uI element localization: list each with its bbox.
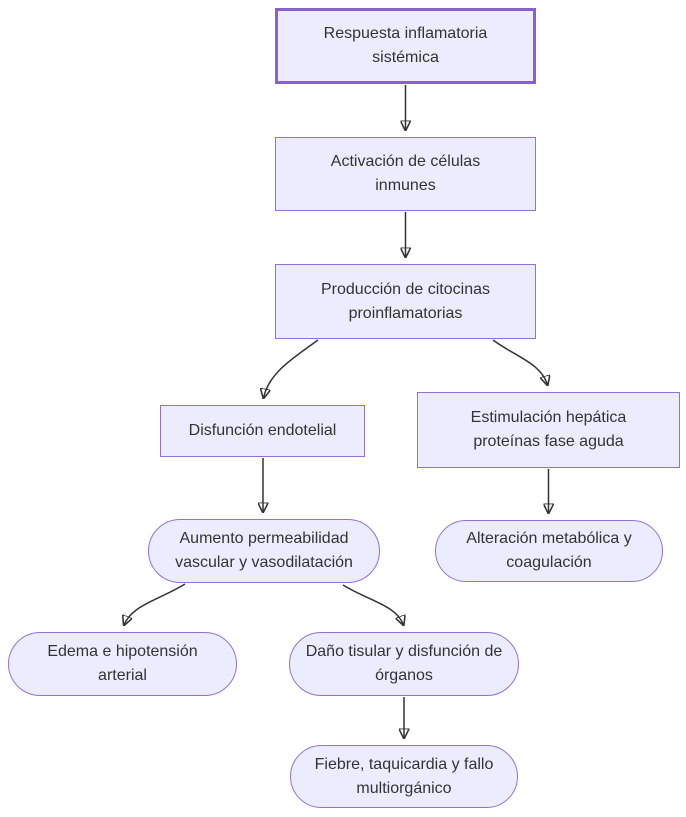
node-label: Aumento permeabilidad vascular y vasodil… bbox=[175, 530, 353, 571]
node-label: Edema e hipotensión arterial bbox=[47, 643, 198, 684]
node-respuesta-inflamatoria-sistemica: Respuesta inflamatoria sistémica bbox=[275, 8, 536, 84]
node-label: Producción de citocinas proinflamatorias bbox=[321, 280, 490, 322]
node-label: Respuesta inflamatoria sistémica bbox=[323, 25, 488, 66]
node-estimulacion-hepatica: Estimulación hepática proteínas fase agu… bbox=[417, 392, 680, 468]
node-disfuncion-endotelial: Disfunción endotelial bbox=[160, 405, 365, 457]
edge-aumento-edema bbox=[124, 583, 186, 625]
node-alteracion-metabolica-coagulacion: Alteración metabólica y coagulación bbox=[435, 520, 663, 582]
node-label: Activación de células inmunes bbox=[330, 153, 481, 194]
node-label: Daño tisular y disfunción de órganos bbox=[305, 643, 503, 684]
edge-produccion-disfuncion bbox=[264, 339, 319, 398]
node-label: Fiebre, taquicardia y fallo multiorgánic… bbox=[314, 755, 494, 797]
node-dano-tisular-disfuncion-organos: Daño tisular y disfunción de órganos bbox=[289, 632, 519, 696]
node-aumento-permeabilidad-vascular: Aumento permeabilidad vascular y vasodil… bbox=[148, 519, 380, 583]
node-edema-hipotension-arterial: Edema e hipotensión arterial bbox=[8, 632, 237, 696]
edge-aumento-dano bbox=[342, 584, 404, 625]
node-produccion-citocinas: Producción de citocinas proinflamatorias bbox=[275, 264, 536, 339]
node-fiebre-taquicardia-fallo-multiorganico: Fiebre, taquicardia y fallo multiorgánic… bbox=[290, 745, 518, 808]
node-label: Disfunción endotelial bbox=[188, 422, 337, 439]
node-label: Alteración metabólica y coagulación bbox=[466, 530, 632, 571]
edge-produccion-estimulacion bbox=[492, 339, 548, 385]
node-activacion-celulas-inmunes: Activación de células inmunes bbox=[275, 137, 536, 211]
node-label: Estimulación hepática proteínas fase agu… bbox=[470, 409, 627, 450]
